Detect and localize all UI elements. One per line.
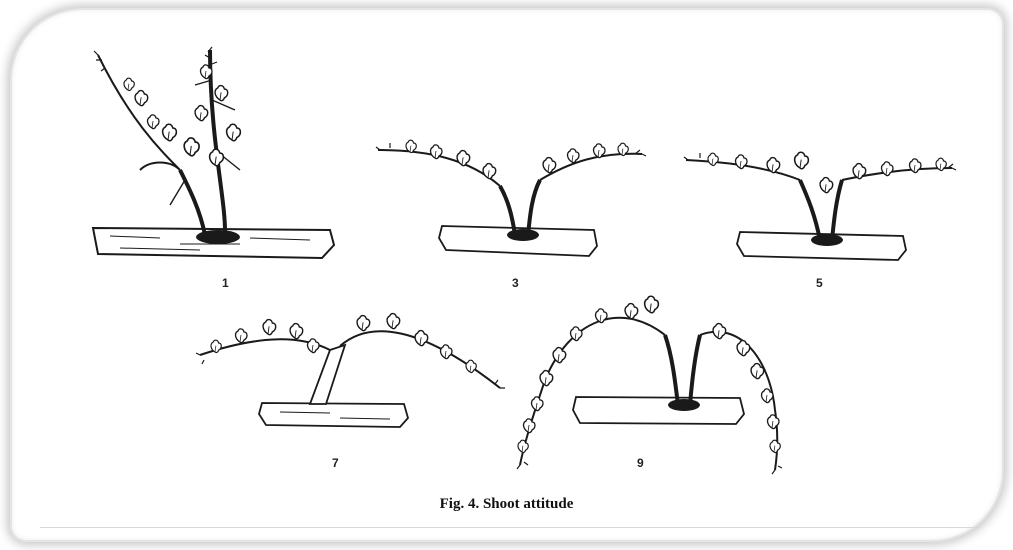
panel-9-illustration [516,295,783,475]
panel-label-1: 1 [222,276,229,290]
figure-card [12,10,1002,540]
panel-label-7: 7 [332,456,339,470]
panel-5-illustration [683,151,957,261]
figure-caption: Fig. 4. Shoot attitude [439,496,574,512]
panel-label-5: 5 [816,276,823,290]
panel-7-illustration [195,312,505,428]
card-divider [40,527,980,528]
panel-label-9: 9 [637,456,644,470]
panel-label-3: 3 [512,276,519,290]
panel-3-illustration [375,139,647,257]
panel-1-illustration [91,46,336,260]
